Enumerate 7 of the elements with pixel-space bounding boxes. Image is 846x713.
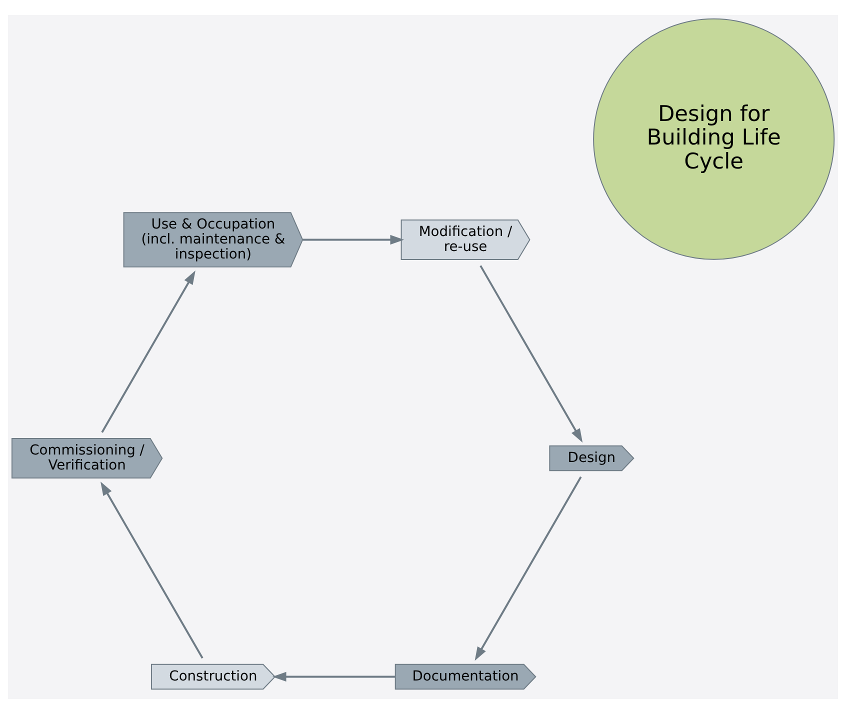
arrow [272,671,396,682]
arrow [302,234,404,244]
node-circle: Design for Building Life Cycle [593,18,835,260]
arrow [480,264,583,442]
arrow [474,476,582,660]
arrow [101,270,196,432]
arrow [100,481,204,658]
